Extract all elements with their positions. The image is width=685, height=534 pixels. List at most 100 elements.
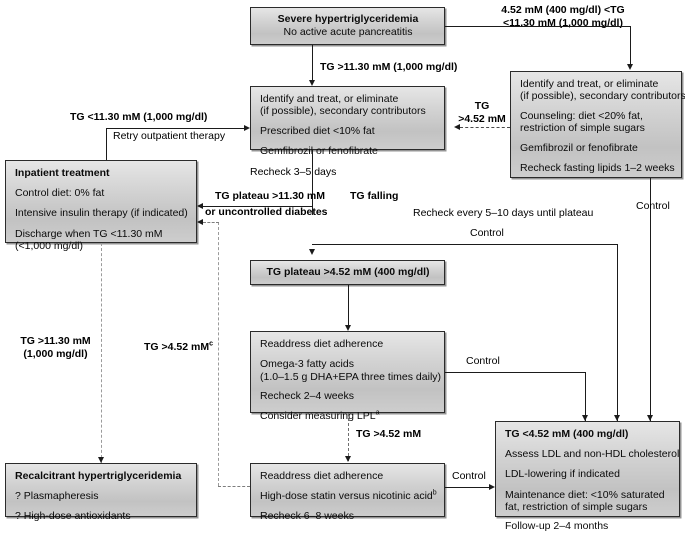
recalcitrant-line3: ? High-dose antioxidants — [15, 510, 131, 523]
arrowhead-control-top-to-goal — [613, 415, 620, 421]
inpatient-line5: (<1,000 mg/dl) — [15, 240, 83, 253]
connector-identify-left-down — [312, 150, 313, 215]
statin-footnote-b: b — [432, 489, 437, 497]
label-control-right-column: Control — [636, 200, 670, 212]
label-recheck-5-10-days: Recheck every 5–10 days until plateau — [413, 207, 594, 219]
omega-line1: Readdress diet adherence — [260, 338, 384, 350]
arrowhead-plateau-to-inpatient — [197, 202, 203, 209]
box-tg-plateau-452: TG plateau >4.52 mM (400 mg/dl) — [250, 260, 445, 285]
box-identify-treat-left: Identify and treat, or eliminate (if pos… — [250, 86, 445, 157]
connector-severe-down — [312, 45, 313, 84]
inpatient-line3: Intensive insulin therapy (if indicated) — [15, 207, 188, 220]
statin-line2-text: High-dose statin versus nicotinic acid — [260, 490, 433, 503]
flowchart-canvas: Severe hypertriglyceridemia No active ac… — [5, 4, 685, 532]
goal-line6: Follow-up 2–4 months — [505, 520, 609, 533]
connector-right-identify-down — [650, 178, 651, 421]
severe-htg-title: Severe hypertriglyceridemia — [277, 13, 419, 25]
identify-right-line4: restriction of simple sugars — [520, 122, 645, 135]
identify-left-line2: (if possible), secondary contributors — [260, 105, 426, 118]
recalcitrant-title: Recalcitrant hypertriglyceridemia — [15, 470, 182, 482]
goal-line2: Assess LDL and non-HDL cholesterol — [505, 448, 680, 461]
label-tg-1130-left-l1: TG >11.30 mM — [20, 335, 91, 347]
connector-dashed-right-to-left-identify — [460, 127, 510, 128]
identify-right-line6: Recheck fasting lipids 1–2 weeks — [520, 161, 675, 174]
label-tg-452-left-text: TG >4.52 mM — [144, 341, 210, 353]
inpatient-line2: Control diet: 0% fat — [15, 187, 105, 200]
label-range-line1: 4.52 mM (400 mg/dl) <TG — [501, 4, 625, 16]
identify-left-line4: Gemfibrozil or fenofibrate — [260, 145, 378, 158]
box-severe-hypertriglyceridemia: Severe hypertriglyceridemia No active ac… — [250, 7, 445, 45]
identify-right-line1: Identify and treat, or eliminate — [520, 78, 659, 90]
arrowhead-dashed-return-inpatient — [197, 218, 203, 225]
connector-dashed-return-bottom — [218, 486, 250, 487]
label-control-bottom: Control — [452, 470, 486, 482]
tg-plateau-title: TG plateau >4.52 mM (400 mg/dl) — [266, 266, 430, 278]
box-identify-treat-right: Identify and treat, or eliminate (if pos… — [510, 71, 685, 178]
label-tg-452r-line1: TG — [474, 100, 490, 112]
label-range-line2: <11.30 mM (1,000 mg/dl) — [503, 16, 623, 29]
connector-control-top-vertical — [617, 244, 618, 421]
label-top-right-range: 4.52 mM (400 mg/dl) <TG <11.30 mM (1,000… — [463, 4, 663, 29]
label-control-mid: Control — [466, 355, 500, 367]
arrowhead-to-identify-left — [308, 80, 315, 86]
box-inpatient-treatment: Inpatient treatment Control diet: 0% fat… — [5, 160, 197, 252]
omega-line5: Consider measuring LPLa — [260, 410, 436, 423]
arrowhead-to-readdress-omega — [344, 325, 351, 331]
label-control-top: Control — [470, 227, 504, 239]
connector-dashed-inpatient-to-recalcitrant — [101, 243, 102, 463]
connector-dashed-omega-to-statin — [348, 413, 349, 461]
arrowhead-to-tg-plateau-box — [308, 249, 315, 255]
arrowhead-dashed-to-recalcitrant — [97, 457, 104, 463]
statin-line3: Recheck 6–8 weeks — [260, 510, 354, 523]
label-tg-lt-1130: TG <11.30 mM (1,000 mg/dl) — [70, 111, 208, 123]
label-tg-gt-452-left: TG >4.52 mMc — [144, 341, 213, 354]
recalcitrant-line2: ? Plasmapheresis — [15, 490, 99, 503]
statin-line2: High-dose statin versus nicotinic acidb — [260, 489, 437, 503]
connector-control-bottom — [445, 487, 490, 488]
box-readdress-statin: Readdress diet adherence High-dose stati… — [250, 463, 445, 522]
arrowhead-control-bottom-to-goal — [489, 483, 495, 490]
omega-line3: (1.0–1.5 g DHA+EPA three times daily) — [260, 370, 442, 383]
arrowhead-dashed-to-identify-left — [454, 123, 460, 130]
arrowhead-retry-to-identify-left — [244, 124, 250, 131]
connector-plateau-to-inpatient — [203, 206, 312, 207]
label-tg-gt-1130: TG >11.30 mM (1,000 mg/dl) — [320, 61, 458, 73]
label-retry-outpatient: Retry outpatient therapy — [113, 130, 226, 142]
label-tg-gt-1130-left: TG >11.30 mM (1,000 mg/dl) — [8, 335, 103, 360]
identify-right-line2: (if possible), secondary contributors — [520, 90, 685, 103]
label-tg-falling: TG falling — [350, 190, 399, 202]
label-recheck-3-5-days: Recheck 3–5 days — [250, 166, 337, 178]
label-tg-1130-left-l2: (1,000 mg/dl) — [23, 347, 88, 360]
label-tg-plateau-1130-l1: TG plateau >11.30 mM — [215, 190, 326, 202]
label-tg-plateau-1130-l2: or uncontrolled diabetes — [205, 206, 328, 218]
connector-retry-right — [106, 128, 244, 129]
severe-htg-subtitle: No active acute pancreatitis — [283, 26, 413, 39]
connector-severe-to-right — [445, 26, 630, 27]
omega-footnote-a: a — [375, 409, 380, 417]
inpatient-title: Inpatient treatment — [15, 167, 110, 179]
label-tg-gt-452-mid: TG >4.52 mM — [356, 428, 422, 440]
connector-right-down — [630, 26, 631, 68]
goal-line4: Maintenance diet: <10% saturated — [505, 488, 665, 501]
inpatient-line4: Discharge when TG <11.30 mM — [15, 227, 163, 240]
goal-line5: fat, restriction of simple sugars — [505, 501, 648, 514]
identify-right-line5: Gemfibrozil or fenofibrate — [520, 141, 638, 154]
box-recalcitrant: Recalcitrant hypertriglyceridemia ? Plas… — [5, 463, 197, 522]
identify-right-line3: Counseling: diet <20% fat, — [520, 109, 643, 122]
arrowhead-dashed-to-statin — [344, 456, 351, 462]
goal-title: TG <4.52 mM (400 mg/dl) — [505, 428, 629, 440]
connector-plateau-down — [348, 285, 349, 329]
label-footnote-c: c — [209, 340, 213, 348]
omega-line5-text: Consider measuring LPL — [260, 410, 376, 423]
statin-line1: Readdress diet adherence — [260, 470, 384, 482]
identify-left-line1: Identify and treat, or eliminate — [260, 93, 399, 105]
identify-left-line3: Prescribed diet <10% fat — [260, 124, 375, 137]
label-tg-gt-452-right: TG >4.52 mM — [448, 100, 516, 125]
connector-control-mid-vertical — [585, 372, 586, 421]
arrowhead-control-mid-to-goal — [581, 415, 588, 421]
connector-retry-up — [106, 128, 107, 164]
omega-line2: Omega-3 fatty acids — [260, 358, 354, 371]
connector-control-mid-horizontal — [445, 372, 585, 373]
arrowhead-to-right-box — [626, 64, 633, 70]
connector-dashed-return-vertical — [218, 222, 219, 486]
